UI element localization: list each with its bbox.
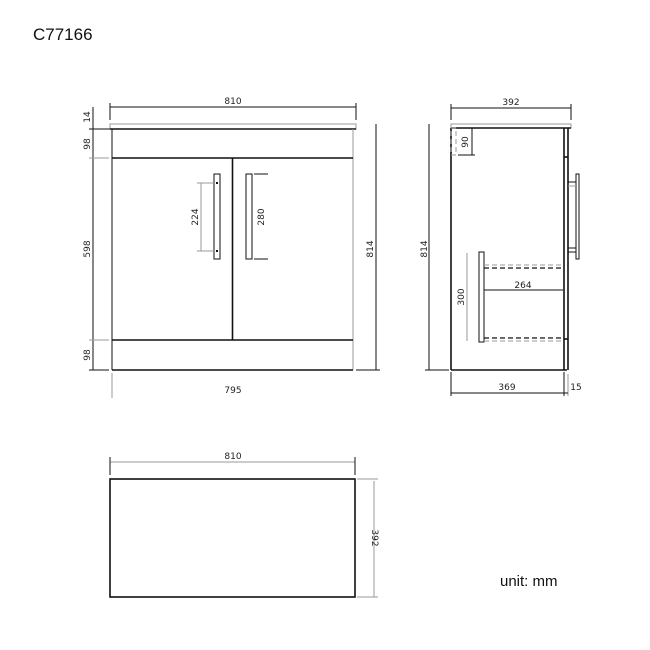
dim-side-height: 814 xyxy=(420,240,430,257)
side-handle xyxy=(575,173,580,260)
dim-upper-rail: 98 xyxy=(83,138,93,150)
top-view-outline xyxy=(109,478,356,598)
dim-handle-centres: 224 xyxy=(191,208,201,225)
dim-plinth: 98 xyxy=(83,349,93,361)
front-view: 810 14 98 598 98 224 280 814 795 xyxy=(83,97,380,398)
dim-door-height: 598 xyxy=(83,240,93,257)
dim-cutout-depth: 264 xyxy=(514,281,531,291)
dim-top-width: 810 xyxy=(224,452,241,462)
left-door-handle xyxy=(213,173,221,260)
top-view: 810 392 xyxy=(109,452,379,598)
dim-body-depth: 369 xyxy=(498,383,515,393)
dim-top-recess: 90 xyxy=(461,136,471,148)
dim-top-thickness: 14 xyxy=(83,111,93,123)
dim-base-width: 795 xyxy=(224,386,241,396)
right-door-handle xyxy=(245,173,253,260)
side-view: 90 300 264 392 814 369 15 xyxy=(420,98,582,396)
dim-top-depth: 392 xyxy=(369,529,379,546)
dim-side-depth: 392 xyxy=(502,98,519,108)
dim-front-width: 810 xyxy=(224,97,241,107)
unit-label: unit: mm xyxy=(500,573,558,590)
dim-handle-length: 280 xyxy=(257,208,267,225)
dim-door-thickness: 15 xyxy=(570,383,581,393)
dim-cutout-height: 300 xyxy=(457,288,467,305)
dim-front-height: 814 xyxy=(366,240,376,257)
product-code: C77166 xyxy=(33,25,93,44)
